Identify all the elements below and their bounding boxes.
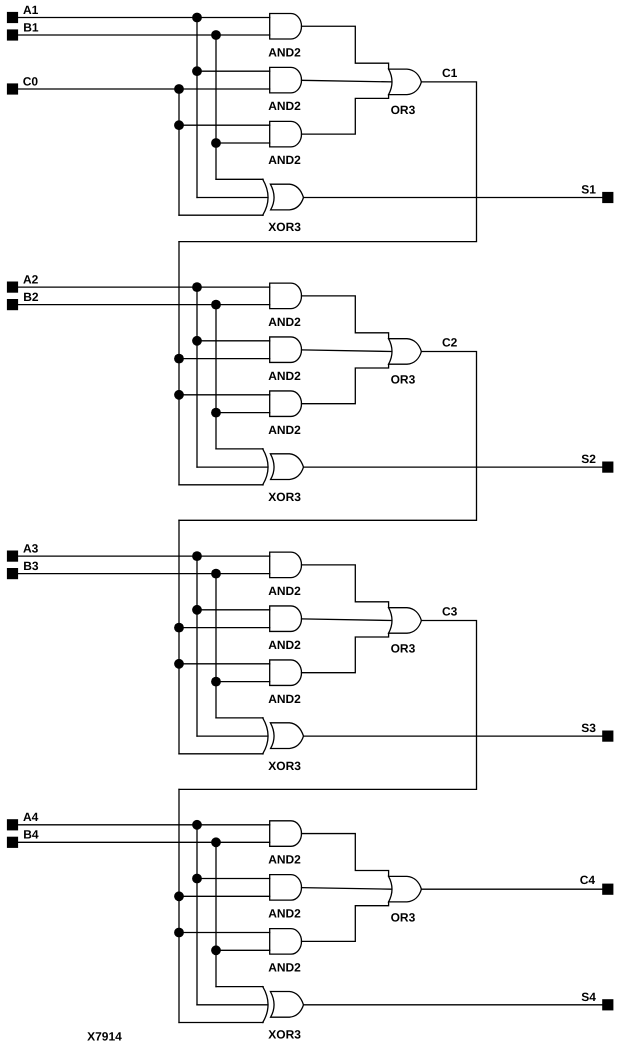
svg-text:C4: C4: [580, 873, 596, 887]
svg-text:S4: S4: [581, 990, 596, 1004]
svg-text:OR3: OR3: [391, 642, 416, 656]
svg-text:AND2: AND2: [268, 153, 301, 167]
svg-text:B2: B2: [23, 290, 39, 304]
svg-text:XOR3: XOR3: [268, 490, 301, 504]
svg-text:AND2: AND2: [268, 45, 301, 59]
svg-text:AND2: AND2: [268, 853, 301, 867]
svg-text:C1: C1: [442, 66, 458, 80]
svg-text:A2: A2: [23, 273, 39, 287]
svg-text:C2: C2: [442, 336, 458, 350]
svg-text:C0: C0: [23, 74, 39, 88]
svg-text:S1: S1: [581, 183, 596, 197]
svg-text:AND2: AND2: [268, 99, 301, 113]
svg-text:B4: B4: [23, 828, 39, 842]
svg-text:AND2: AND2: [268, 960, 301, 974]
svg-text:AND2: AND2: [268, 369, 301, 383]
svg-text:AND2: AND2: [268, 584, 301, 598]
svg-text:XOR3: XOR3: [268, 1028, 301, 1042]
svg-text:S3: S3: [581, 721, 596, 735]
svg-text:A4: A4: [23, 810, 39, 824]
svg-text:AND2: AND2: [268, 423, 301, 437]
svg-text:C3: C3: [442, 605, 458, 619]
svg-text:AND2: AND2: [268, 906, 301, 920]
svg-text:XOR3: XOR3: [268, 220, 301, 234]
svg-text:OR3: OR3: [391, 103, 416, 117]
svg-text:B3: B3: [23, 559, 39, 573]
svg-text:S2: S2: [581, 452, 596, 466]
svg-text:AND2: AND2: [268, 638, 301, 652]
svg-text:OR3: OR3: [391, 373, 416, 387]
svg-text:A3: A3: [23, 542, 39, 556]
svg-text:AND2: AND2: [268, 692, 301, 706]
svg-text:A1: A1: [23, 3, 39, 17]
svg-text:AND2: AND2: [268, 315, 301, 329]
svg-text:B1: B1: [23, 20, 39, 34]
svg-text:XOR3: XOR3: [268, 759, 301, 773]
svg-text:X7914: X7914: [87, 1030, 122, 1044]
svg-text:OR3: OR3: [391, 910, 416, 924]
